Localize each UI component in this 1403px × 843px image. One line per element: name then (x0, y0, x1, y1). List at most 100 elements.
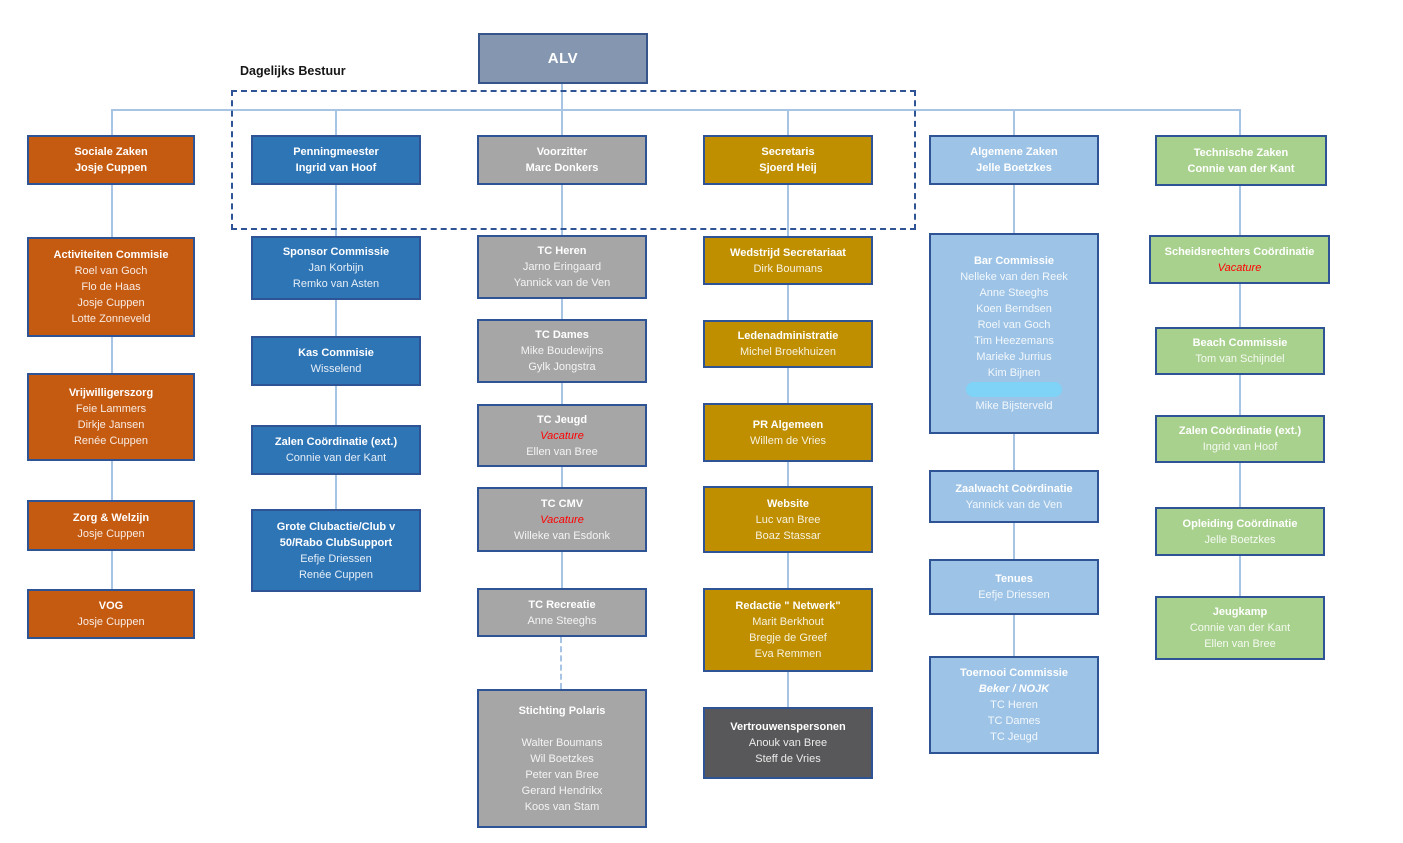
org-box-zalen-coordinatie-ext-2: Zalen Coördinatie (ext.) Ingrid van Hoof (1155, 415, 1325, 463)
dagelijks-bestuur-frame (231, 90, 916, 230)
connector-alv-stub (561, 84, 563, 110)
member-name: Vacature (1217, 261, 1262, 274)
member-name: Josje Cuppen (77, 297, 145, 309)
member-name: Dirkje Jansen (77, 419, 145, 431)
member-name: Tom van Schijndel (1195, 353, 1285, 365)
box-title-line: TC Jeugd (536, 413, 588, 426)
box-title-line: Toernooi Commissie (960, 667, 1068, 679)
box-title-line: Grote Clubactie/Club v (276, 520, 396, 533)
member-name: Marieke Jurrius (976, 351, 1052, 363)
member-name: Vacature (540, 429, 584, 442)
member-name: Koen Berndsen (976, 303, 1052, 315)
box-title-line: Penningmeester (293, 146, 379, 158)
member-name: Anne Steeghs (527, 614, 597, 627)
box-title-line: Ingrid van Hoof (295, 162, 377, 174)
box-title-line: TC CMV (540, 497, 584, 510)
box-title-line: Jelle Boetzkes (976, 162, 1052, 174)
box-title-line: TC Recreatie (528, 598, 596, 611)
box-title-line: Zalen Coördinatie (ext.) (1178, 425, 1302, 437)
member-name: Roel van Goch (977, 319, 1051, 331)
connector-column-sociale (111, 109, 113, 589)
member-name: Remko van Asten (292, 278, 380, 290)
box-title-line: Connie van der Kant (1187, 162, 1295, 175)
box-title-line: Opleiding Coördinatie (1182, 517, 1298, 530)
member-name: Steff de Vries (755, 753, 821, 765)
member-name: Kim Bijnen (987, 367, 1041, 379)
member-name: Mike Bijsterveld (975, 400, 1053, 412)
member-name: Ingrid van Hoof (1202, 441, 1278, 453)
box-title-line: Vertrouwenspersonen (730, 721, 846, 733)
member-name: Vacature (540, 513, 584, 526)
member-name: Anouk van Bree (748, 737, 828, 749)
member-name: Bregje de Greef (749, 632, 827, 644)
connector-trunk (111, 109, 1241, 111)
box-title-line: Bar Commissie (973, 255, 1055, 267)
member-name: Connie van der Kant (1189, 622, 1291, 634)
member-name: Connie van der Kant (285, 452, 387, 464)
box-title-line: PR Algemeen (752, 418, 824, 431)
member-name: Willeke van Esdonk (514, 529, 610, 542)
member-name: Renée Cuppen (298, 568, 373, 581)
box-title-line: Beker / NOJK (978, 683, 1050, 695)
member-name: Michel Broekhuizen (740, 346, 836, 358)
box-title-line: TC Heren (537, 245, 587, 257)
member-name: Feie Lammers (75, 403, 147, 415)
member-name: Anne Steeghs (979, 287, 1049, 299)
member-name: Willem de Vries (750, 434, 826, 447)
member-name: Yannick van de Ven (513, 277, 611, 289)
member-name: Renée Cuppen (73, 435, 148, 447)
member-name: Walter Boumans (521, 736, 603, 749)
box-title-line: Algemene Zaken (970, 146, 1058, 158)
box-title-line: Zorg & Welzijn (72, 511, 150, 524)
member-name: Wisselend (310, 363, 362, 375)
box-title-line: Secretaris (761, 146, 815, 158)
box-title-line: Stichting Polaris (518, 704, 606, 717)
box-title-line: Josje Cuppen (74, 162, 148, 174)
member-name: Dirk Boumans (753, 262, 823, 275)
member-name: Gylk Jongstra (528, 361, 596, 373)
member-name: Jelle Boetzkes (1204, 533, 1276, 546)
alv-title: ALV (547, 50, 579, 67)
member-name: Peter van Bree (525, 768, 599, 781)
member-name: Josje Cuppen (77, 527, 145, 540)
box-title-line: Zalen Coördinatie (ext.) (274, 436, 398, 448)
member-name: Eefje Driessen (300, 552, 372, 565)
member-name: Nelleke van den Reek (960, 271, 1068, 283)
org-box-zalen-coordinatie-ext: Zalen Coördinatie (ext.) Connie van der K… (251, 425, 421, 475)
member-name: Eva Remmen (754, 648, 822, 660)
member-name: Boaz Stassar (755, 529, 821, 542)
member-name: Gerard Hendrikx (521, 784, 603, 797)
member-name: Jarno Eringaard (522, 261, 602, 273)
box-title-line: VOG (98, 600, 124, 612)
box-title-line: Wedstrijd Secretariaat (730, 246, 846, 259)
box-title-line: Sjoerd Heij (759, 162, 817, 174)
member-name: TC Heren (990, 699, 1038, 711)
box-title-line: Website (767, 497, 809, 510)
member-name: Ellen van Bree (1204, 638, 1276, 650)
member-name: Flo de Haas (81, 281, 141, 293)
box-title-line: Scheidsrechters Coördinatie (1164, 245, 1315, 258)
org-box-alv: ALV (478, 33, 648, 84)
member-name: TC Jeugd (990, 731, 1038, 743)
